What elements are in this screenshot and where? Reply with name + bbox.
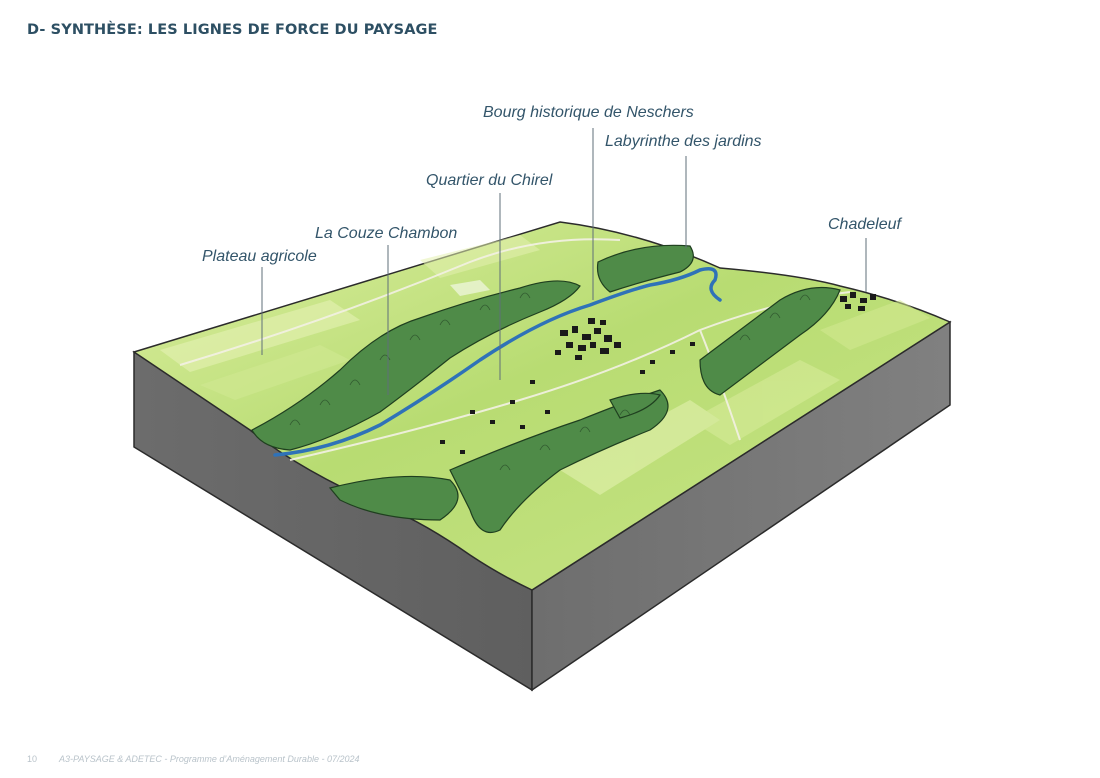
footer-credit: A3-PAYSAGE & ADETEC - Programme d’Aménag…	[59, 754, 360, 764]
agricultural-fields	[160, 235, 930, 495]
callout-la-couze-chambon: La Couze Chambon	[315, 225, 458, 242]
callout-leader-lines	[261, 128, 867, 395]
callout-plateau-agricole: Plateau agricole	[202, 248, 317, 265]
callout-labyrinthe-des-jardins: Labyrinthe des jardins	[605, 133, 762, 150]
page-number: 10	[27, 754, 38, 764]
callout-chadeleuf: Chadeleuf	[828, 216, 901, 233]
houses-scattered	[440, 342, 695, 454]
page-title: D- SYNTHÈSE: LES LIGNES DE FORCE DU PAYS…	[27, 22, 438, 38]
river-couze-chambon	[273, 267, 722, 457]
village-chadeleuf	[840, 292, 876, 311]
callout-bourg-historique-neschers: Bourg historique de Neschers	[483, 104, 694, 121]
forest-areas	[251, 244, 841, 534]
village-neschers	[555, 318, 621, 360]
forest-texture	[289, 292, 811, 471]
footer: 10 A3-PAYSAGE & ADETEC - Programme d’Amén…	[27, 754, 359, 764]
callout-quartier-du-chirel: Quartier du Chirel	[426, 172, 553, 189]
